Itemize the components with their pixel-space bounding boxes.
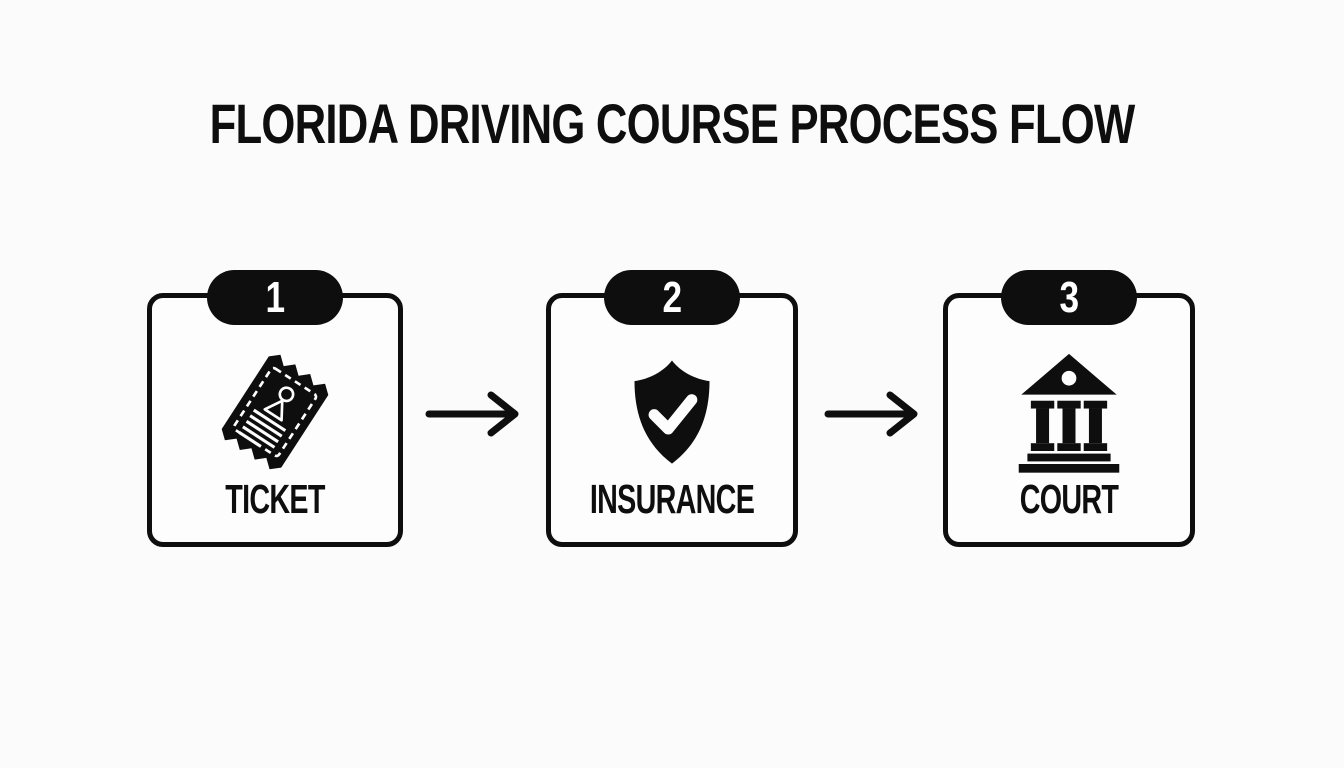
step-number: 1 [265, 272, 285, 322]
shield-check-icon [634, 360, 710, 464]
courthouse-icon [1018, 353, 1120, 473]
step-number: 3 [1059, 272, 1079, 322]
step-3-icon-area [948, 344, 1190, 480]
step-box-ticket: 1 TICKET [147, 270, 403, 547]
step-2-icon-area [551, 344, 793, 480]
page-title: FLORIDA DRIVING COURSE PROCESS FLOW [209, 92, 1136, 155]
step-1-icon-area [152, 344, 398, 480]
step-box-court: 3 COURT [943, 270, 1195, 547]
step-label: TICKET [225, 476, 325, 522]
arrow-right-icon [425, 391, 519, 437]
arrow-right-icon [824, 391, 918, 437]
step-2-number-badge: 2 [604, 270, 740, 325]
step-1-number-badge: 1 [207, 270, 343, 325]
step-box-insurance: 2 INSURANCE [546, 270, 798, 547]
step-number: 2 [662, 272, 682, 322]
step-3-number-badge: 3 [1001, 270, 1137, 325]
step-label: INSURANCE [589, 476, 755, 522]
step-label: COURT [1019, 476, 1119, 522]
ticket-icon [221, 354, 329, 470]
